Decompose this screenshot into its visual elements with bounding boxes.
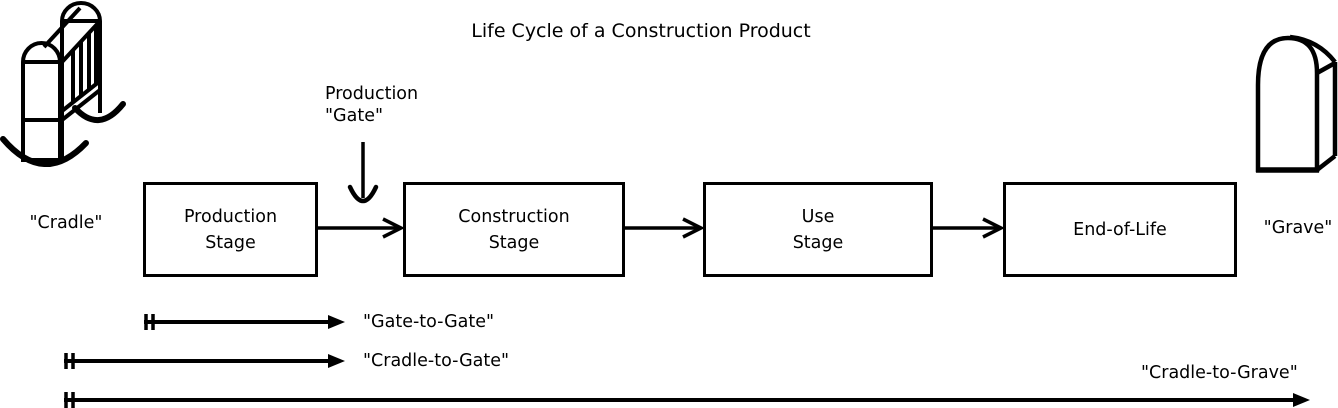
arrow-production-to-construction	[318, 217, 405, 239]
scope-arrow-cradle-to-gate	[64, 353, 345, 369]
stage-box-construction-label: Construction Stage	[458, 206, 570, 253]
stage-box-production-label: Production Stage	[183, 206, 278, 253]
stage-box-use-label: Use Stage	[792, 206, 844, 253]
stage-box-use: Use Stage	[703, 182, 933, 277]
cradle-to-gate-label: "Cradle-to-Gate"	[363, 351, 510, 371]
arrow-construction-to-use	[625, 217, 705, 239]
stage-connector-arrows	[318, 217, 1005, 239]
cradle-label: "Cradle"	[29, 213, 103, 233]
arrow-use-to-endoflife	[933, 217, 1005, 239]
stage-box-production: Production Stage	[143, 182, 318, 277]
scope-arrow-cradle-to-grave	[64, 392, 1310, 408]
grave-label: "Grave"	[1263, 218, 1333, 238]
gate-to-gate-label: "Gate-to-Gate"	[363, 312, 495, 332]
diagram-title: Life Cycle of a Construction Product	[471, 20, 811, 42]
stage-box-end-of-life-label: End-of-Life	[1073, 219, 1167, 240]
scope-arrow-gate-to-gate	[144, 314, 345, 330]
cradle-to-grave-label: "Cradle-to-Grave"	[1141, 363, 1298, 383]
stage-box-construction: Construction Stage	[403, 182, 625, 277]
stage-box-end-of-life: End-of-Life	[1003, 182, 1237, 277]
cradle-icon	[0, 1, 126, 167]
gate-down-arrow	[347, 142, 379, 204]
tombstone-icon	[1255, 34, 1338, 173]
production-gate-annotation: Production "Gate"	[325, 84, 419, 126]
